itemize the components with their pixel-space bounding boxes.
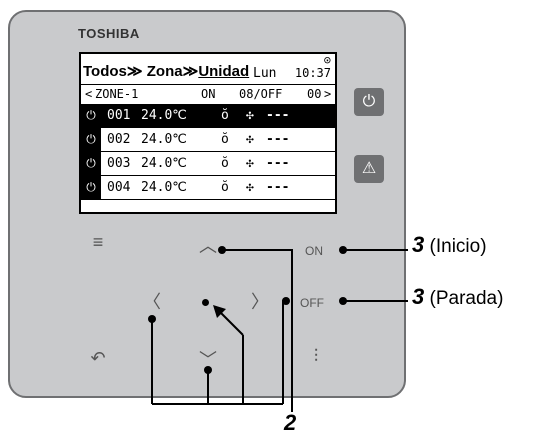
- unit-id: 003: [107, 156, 131, 171]
- zone-prev-arrow[interactable]: <: [85, 87, 93, 101]
- unit-temp: 24.0℃: [141, 108, 187, 123]
- callout-off-number: 3: [412, 284, 425, 309]
- callout-off: 3 (Parada): [412, 284, 503, 310]
- dry-icon: ŏ: [221, 132, 229, 147]
- unit-status: ---: [266, 108, 290, 123]
- breadcrumb-zone[interactable]: Zona: [146, 63, 183, 80]
- power-button[interactable]: ⏻: [354, 88, 384, 116]
- fan-icon: ✣: [246, 156, 254, 171]
- right-arrow-icon[interactable]: 〉: [251, 292, 269, 312]
- fan-icon: ✣: [246, 180, 254, 195]
- breadcrumb: Todos≫ Zona≫Unidad: [83, 62, 249, 80]
- callout-nav-number: 2: [284, 410, 297, 435]
- alert-button[interactable]: ⚠: [354, 155, 384, 183]
- unit-id: 001: [107, 108, 131, 123]
- settings-sliders-icon[interactable]: ⫶: [313, 346, 319, 366]
- clock-icon: ⊙: [323, 53, 331, 67]
- zone-off-count: 00: [307, 87, 322, 101]
- back-icon[interactable]: ↶: [90, 348, 106, 368]
- unit-temp: 24.0℃: [141, 156, 187, 171]
- on-button[interactable]: ON: [305, 244, 323, 258]
- zone-on-label: ON: [201, 87, 216, 101]
- zone-count: 08/OFF: [239, 87, 283, 101]
- up-arrow-icon[interactable]: ︿: [199, 236, 217, 256]
- unit-temp: 24.0℃: [141, 180, 187, 195]
- lcd-content: Todos≫ Zona≫Unidad Lun ⊙ 10:37 < ZONE-1 …: [81, 54, 335, 212]
- breadcrumb-all[interactable]: Todos: [83, 63, 127, 80]
- fan-icon: ✣: [246, 132, 254, 147]
- brand-logo: TOSHIBA: [78, 26, 140, 41]
- power-icon: ⏻: [81, 104, 101, 127]
- zone-name: ZONE-1: [95, 87, 139, 101]
- callout-on-number: 3: [412, 232, 425, 257]
- left-arrow-icon[interactable]: 〈: [143, 292, 161, 312]
- clock: ⊙ 10:37: [295, 54, 331, 80]
- unit-row[interactable]: ⏻ 001 24.0℃ ŏ ✣ ---: [81, 104, 335, 128]
- callout-nav: 2: [284, 410, 296, 436]
- unit-row[interactable]: ⏻ 004 24.0℃ ŏ ✣ ---: [81, 176, 335, 200]
- zone-next-arrow[interactable]: >: [324, 87, 332, 101]
- day-label: Lun: [253, 66, 277, 81]
- callout-off-text: (Parada): [429, 288, 504, 309]
- down-arrow-icon[interactable]: ﹀: [199, 350, 217, 370]
- unit-row[interactable]: ⏻ 003 24.0℃ ŏ ✣ ---: [81, 152, 335, 176]
- dry-icon: ŏ: [221, 156, 229, 171]
- callout-on-text: (Inicio): [429, 236, 487, 257]
- dry-icon: ŏ: [221, 180, 229, 195]
- unit-status: ---: [266, 180, 290, 195]
- breadcrumb-sep: ≫: [182, 63, 199, 80]
- fan-icon: ✣: [246, 108, 254, 123]
- menu-icon[interactable]: ≡: [92, 232, 104, 252]
- off-button[interactable]: OFF: [300, 296, 324, 310]
- dry-icon: ŏ: [221, 108, 229, 123]
- unit-id: 004: [107, 180, 131, 195]
- unit-row[interactable]: ⏻ 002 24.0℃ ŏ ✣ ---: [81, 128, 335, 152]
- time-label: 10:37: [294, 66, 331, 80]
- unit-temp: 24.0℃: [141, 132, 187, 147]
- breadcrumb-unit[interactable]: Unidad: [198, 63, 250, 80]
- power-icon: ⏻: [81, 128, 101, 151]
- power-icon: ⏻: [81, 152, 101, 175]
- lcd-screen: Todos≫ Zona≫Unidad Lun ⊙ 10:37 < ZONE-1 …: [79, 52, 337, 214]
- callout-on: 3 (Inicio): [412, 232, 487, 258]
- breadcrumb-sep: ≫: [126, 63, 143, 80]
- unit-status: ---: [266, 132, 290, 147]
- power-icon: ⏻: [81, 176, 101, 199]
- center-button[interactable]: [202, 299, 209, 306]
- unit-status: ---: [266, 156, 290, 171]
- unit-id: 002: [107, 132, 131, 147]
